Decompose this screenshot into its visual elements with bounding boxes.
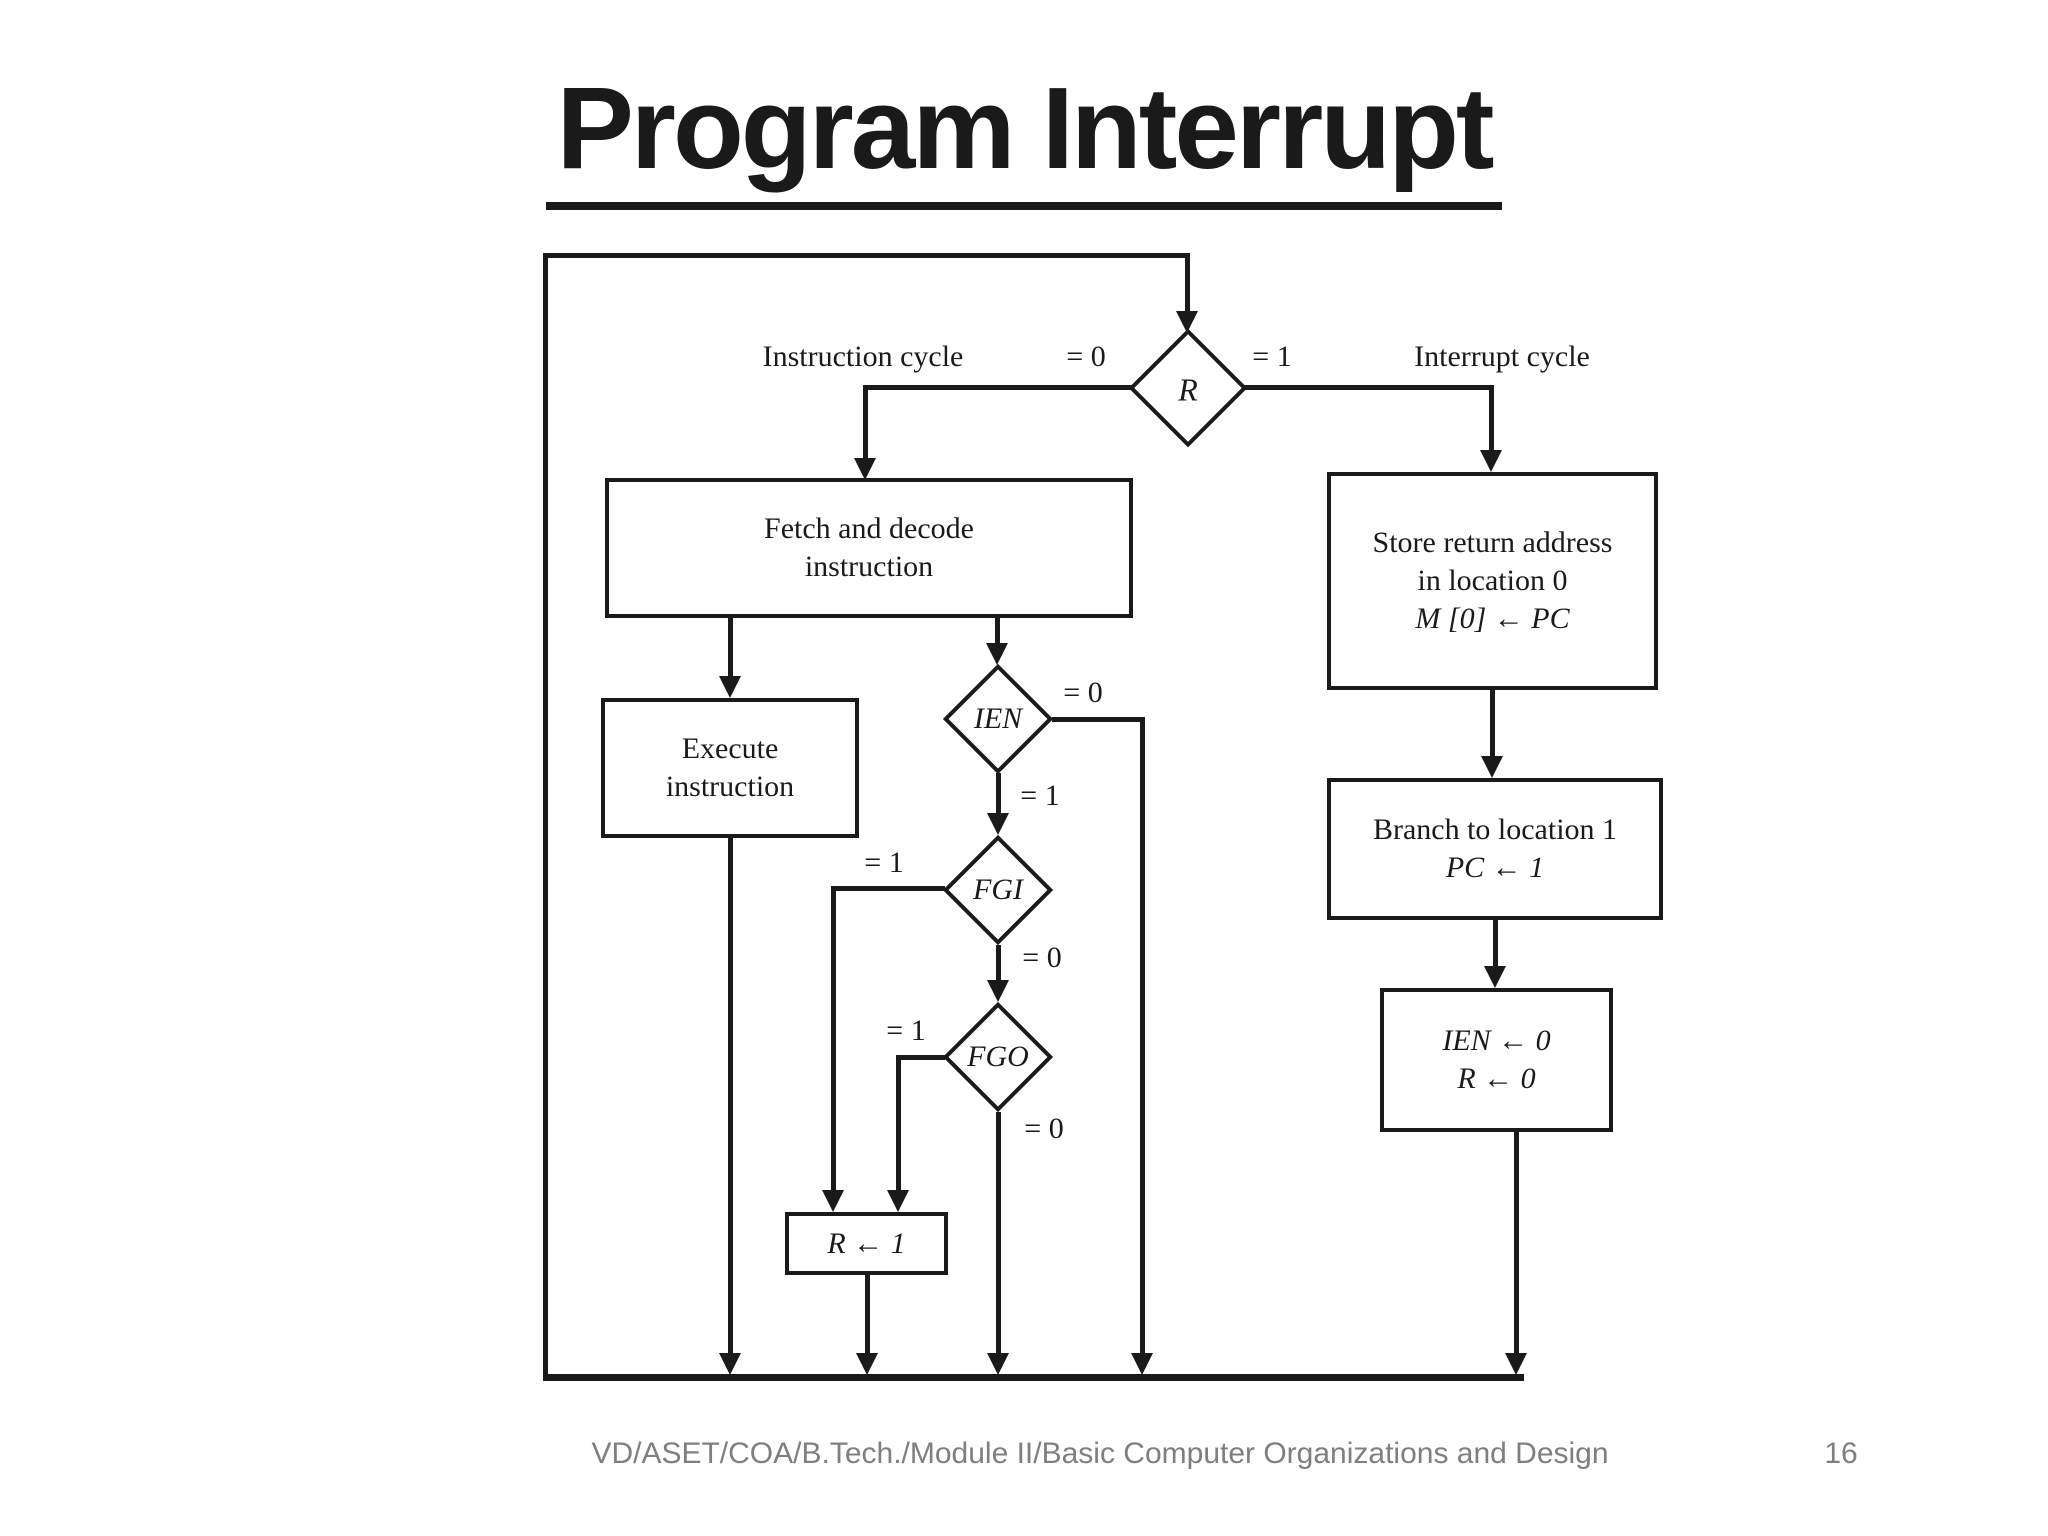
label-r-eq1: = 1 [1252,340,1292,373]
connector-outer-left [543,253,548,1380]
arrowhead-into-fgo [987,980,1009,1002]
arrowhead-into-execute [719,676,741,698]
connector-setr-exit [865,1275,870,1353]
label-ien-eq0: = 0 [1063,676,1103,709]
store-text-formula: M [0] ← PC [1415,602,1570,635]
connector-ien-eq1 [996,773,1001,813]
decision-ien-label: IEN [973,702,1023,735]
connector-bottom-join [543,1374,1524,1381]
arrowhead-disable-bottom [1505,1353,1527,1375]
arrowhead-into-fetch [854,458,876,480]
page-title: Program Interrupt [546,58,1502,210]
connector-outer-top [543,253,1190,258]
disable-text-line2: R ← 0 [1457,1062,1536,1095]
arrowhead-into-ien [986,643,1008,665]
label-fgo-eq1: = 1 [886,1014,926,1047]
process-execute: Execute instruction [601,698,859,838]
arrowhead-into-fgi [987,813,1009,835]
connector-fgi-eq0 [996,945,1001,981]
arrowhead-into-r [1176,311,1198,333]
arrowhead-execute-bottom [719,1353,741,1375]
arrowhead-ien-eq0-bottom [1131,1353,1153,1375]
set-r-text: R ← 1 [827,1226,906,1260]
connector-r-eq0-v [863,385,868,458]
label-fgi-eq0: = 0 [1022,941,1062,974]
branch-text-line1: Branch to location 1 [1372,813,1618,846]
arrowhead-fgo-eq0-bottom [987,1353,1009,1375]
connector-fgo-eq0 [996,1112,1001,1353]
label-fgo-eq0: = 0 [1024,1112,1064,1145]
arrowhead-into-store [1480,450,1502,472]
page-title-wrap: Program Interrupt [0,58,2048,210]
decision-fgo-label: FGO [967,1040,1029,1073]
arrowhead-fgi-into-setr [822,1190,844,1212]
connector-r-entry [1185,253,1190,311]
connector-ien-eq0-h [1052,717,1144,722]
connector-disable-exit [1514,1132,1519,1353]
execute-text-line1: Execute [681,732,779,765]
label-instruction-cycle: Instruction cycle [762,340,964,373]
branch-text-formula: PC ← 1 [1445,851,1545,884]
footer-page-number: 16 [1824,1437,1858,1470]
arrowhead-into-disable [1484,966,1506,988]
decision-fgi-label: FGI [973,873,1023,906]
execute-text-line2: instruction [665,770,795,803]
store-text-line1: Store return address [1372,526,1613,559]
fetch-text-line1: Fetch and decode [764,512,974,545]
arrowhead-setr-bottom [856,1353,878,1375]
connector-fgo-eq1-h [898,1055,945,1060]
arrowhead-into-branch [1481,756,1503,778]
process-set-r: R ← 1 [785,1212,948,1275]
arrowhead-fgo-into-setr [887,1190,909,1212]
connector-store-to-branch [1490,690,1495,756]
connector-r-eq1-v [1489,385,1494,452]
connector-fgi-eq1-h [833,886,945,891]
connector-fetch-to-execute [728,618,733,678]
connector-fgi-eq1-v [831,886,836,1190]
label-fgi-eq1: = 1 [864,846,904,879]
connector-r-eq0-h [865,385,1132,390]
decision-r-label: R [1178,371,1198,408]
store-text-line2: in location 0 [1417,564,1568,597]
fetch-text-line2: instruction [804,550,934,583]
process-fetch-decode: Fetch and decode instruction [605,478,1133,618]
connector-fetch-to-ien [995,618,1000,645]
connector-execute-exit [728,838,733,1353]
process-store-return: Store return address in location 0 M [0]… [1327,472,1658,690]
label-ien-eq1: = 1 [1020,779,1060,812]
connector-r-eq1-h [1244,385,1492,390]
process-branch-loc1: Branch to location 1 PC ← 1 [1327,778,1663,920]
disable-text-line1: IEN ← 0 [1442,1024,1551,1057]
label-r-eq0: = 0 [1066,340,1106,373]
connector-ien-eq0-v [1140,717,1145,1353]
process-disable-interrupt: IEN ← 0 R ← 0 [1380,988,1613,1132]
label-interrupt-cycle: Interrupt cycle [1414,340,1590,373]
footer-course-info: VD/ASET/COA/B.Tech./Module II/Basic Comp… [591,1437,1609,1470]
connector-branch-to-disable [1493,920,1498,966]
connector-fgo-eq1-v [896,1055,901,1190]
